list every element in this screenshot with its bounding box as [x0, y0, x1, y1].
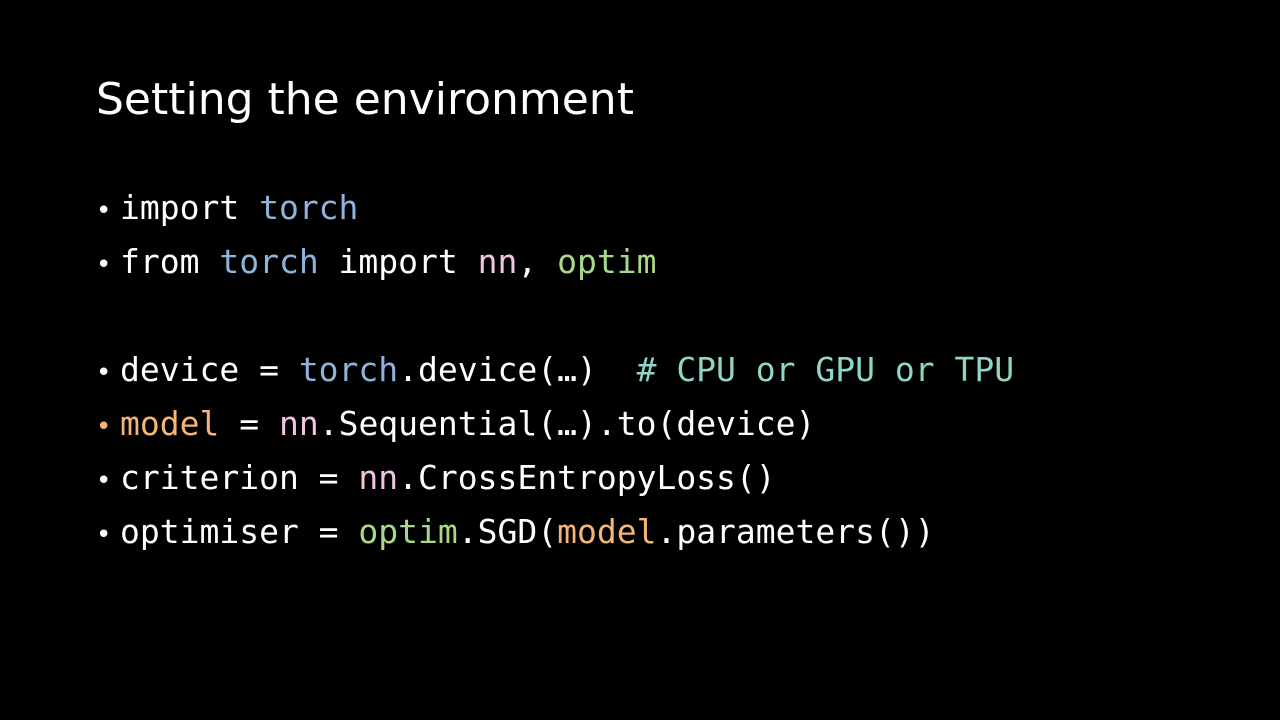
- code-token: nn: [477, 242, 518, 281]
- code-line: from torch import nn, optim: [120, 242, 656, 281]
- bullet-dot-icon: •: [96, 520, 112, 550]
- code-token: # CPU or GPU or TPU: [636, 350, 1015, 389]
- code-line: import torch: [120, 188, 358, 227]
- code-token: nn: [278, 404, 319, 443]
- code-token: criterion =: [120, 458, 359, 497]
- code-token: optim: [358, 512, 458, 551]
- code-token: optimiser =: [120, 512, 359, 551]
- bullet-dot-icon: •: [96, 196, 112, 226]
- code-bullet-list: • import torch • from torch import nn, opti…: [96, 188, 1216, 566]
- code-token: .parameters()): [656, 512, 935, 551]
- code-token: optim: [557, 242, 657, 281]
- code-token: torch: [219, 242, 319, 281]
- code-line: model = nn.Sequential(…).to(device): [120, 404, 815, 443]
- code-bullet-line: • optimiser = optim.SGD(model.parameters(…: [96, 512, 1216, 566]
- code-token: =: [219, 404, 279, 443]
- code-token: .Sequential(…).to(device): [318, 404, 816, 443]
- code-token: ,: [517, 242, 558, 281]
- code-token: torch: [259, 188, 359, 227]
- bullet-dot-icon: •: [96, 466, 112, 496]
- bullet-dot-icon: •: [96, 412, 112, 442]
- code-token: device =: [120, 350, 299, 389]
- code-token: import: [120, 188, 260, 227]
- code-bullet-line: • criterion = nn.CrossEntropyLoss(): [96, 458, 1216, 512]
- code-token: nn: [358, 458, 399, 497]
- code-token: model: [120, 404, 220, 443]
- code-bullet-line: • import torch: [96, 188, 1216, 242]
- code-token: torch: [298, 350, 399, 389]
- code-token: .device(…): [398, 350, 637, 389]
- bullet-dot-icon: •: [96, 358, 112, 388]
- code-token: model: [557, 512, 657, 551]
- code-bullet-line: • device = torch.device(…) # CPU or GPU o…: [96, 350, 1216, 404]
- code-token: .SGD(: [457, 512, 558, 551]
- slide-title: Setting the environment: [96, 74, 634, 125]
- code-token: from: [120, 242, 220, 281]
- code-line: criterion = nn.CrossEntropyLoss(): [120, 458, 776, 497]
- code-bullet-line: • from torch import nn, optim: [96, 242, 1216, 296]
- code-token: .CrossEntropyLoss(): [398, 458, 776, 497]
- code-line: device = torch.device(…) # CPU or GPU or…: [120, 350, 1014, 389]
- code-line: optimiser = optim.SGD(model.parameters()…: [120, 512, 935, 551]
- code-bullet-line: • model = nn.Sequential(…).to(device): [96, 404, 1216, 458]
- bullet-dot-icon: •: [96, 250, 112, 280]
- code-token: import: [318, 242, 478, 281]
